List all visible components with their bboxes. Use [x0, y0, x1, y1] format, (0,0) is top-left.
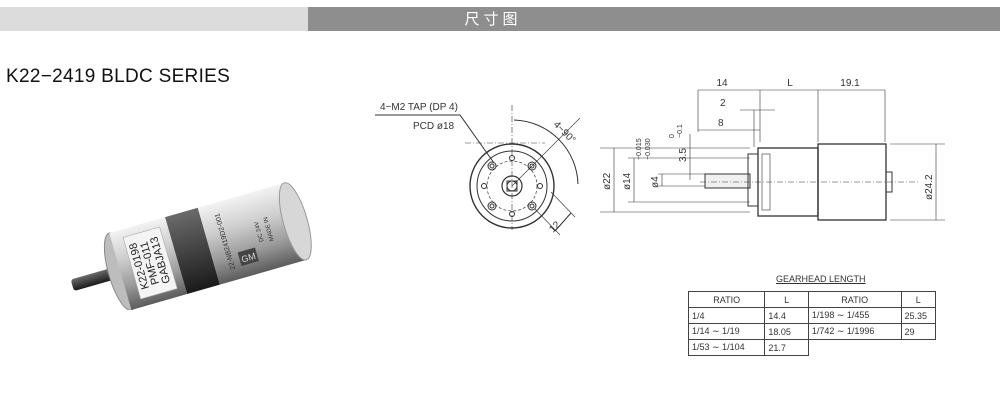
dim-dia-22: ø22 — [602, 172, 613, 190]
table-cell: 1/53 ∼ 1/104 — [687, 339, 766, 356]
front-view-drawing: 4−M2 TAP (DP 4) PCD ø18 4−90° 12 — [375, 102, 581, 236]
table-cell: 18.05 — [764, 323, 809, 340]
table-cell: 29 — [900, 323, 937, 340]
angle-label: 4−90° — [551, 119, 578, 146]
header-light-segment — [0, 7, 308, 31]
photo-brand-logo: GM — [240, 251, 257, 265]
section-title: 尺寸图 — [464, 10, 522, 28]
table-cell-empty — [808, 340, 901, 356]
dim-12-label: 12 — [547, 219, 563, 235]
photo-side-text: DC 24V — [254, 221, 266, 243]
table-cell: 1/4 — [687, 307, 766, 324]
tap-label: 4−M2 TAP (DP 4) — [380, 102, 458, 113]
dim-3-5: 3.5 — [678, 148, 689, 162]
header-l-2: L — [900, 291, 937, 308]
dim-L: L — [787, 78, 793, 89]
table-row: 1/14 ∼ 1/19 18.05 1/742 ∼ 1/1996 29 — [687, 323, 937, 340]
table-cell: 14.4 — [764, 307, 809, 324]
table-cell: 1/198 ∼ 1/455 — [807, 307, 902, 324]
table-cell: 1/14 ∼ 1/19 — [687, 323, 766, 340]
motor-photo: K22-0198 PMF-011 GABJA13 22-NB2419D2-001… — [71, 182, 312, 310]
tol-4-lower: −0.030 — [645, 138, 652, 160]
header-dark-segment — [308, 7, 1000, 31]
dim-19-1: 19.1 — [840, 78, 860, 89]
series-title: K22−2419 BLDC SERIES — [6, 66, 231, 87]
gearhead-length-table: RATIO L RATIO L 1/4 14.4 1/198 ∼ 1/455 2… — [687, 291, 937, 356]
side-view-drawing: 14 L 19.1 2 8 ø22 ø14 ø4 3.5 0 −0.1 −0.0… — [600, 78, 945, 221]
dim-14: 14 — [716, 78, 728, 89]
table-cell: 1/742 ∼ 1/1996 — [807, 323, 902, 340]
dim-dia-14: ø14 — [622, 172, 633, 190]
table-cell: 21.7 — [764, 339, 809, 356]
table-cell-empty — [901, 340, 935, 356]
pcd-label: PCD ø18 — [413, 121, 455, 132]
table-row: 1/4 14.4 1/198 ∼ 1/455 25.35 — [687, 307, 937, 324]
dim-dia-4: ø4 — [650, 176, 661, 188]
section-header-bar: 尺寸图 — [0, 7, 1000, 31]
dim-8: 8 — [718, 118, 724, 129]
table-header-row: RATIO L RATIO L — [687, 291, 937, 308]
tol-3-5-lower: −0.1 — [677, 124, 684, 138]
dim-dia-24-2: ø24.2 — [924, 174, 935, 200]
table-cell: 25.35 — [900, 307, 937, 324]
table-row: 1/53 ∼ 1/104 21.7 — [687, 339, 936, 356]
gearhead-table-caption: GEARHEAD LENGTH — [776, 274, 866, 284]
tol-3-5-upper: 0 — [669, 134, 676, 138]
header-l-1: L — [764, 291, 809, 308]
tol-4-upper: −0.015 — [636, 138, 643, 160]
header-ratio-2: RATIO — [807, 291, 902, 308]
dim-2: 2 — [720, 98, 726, 109]
header-ratio-1: RATIO — [687, 291, 766, 308]
